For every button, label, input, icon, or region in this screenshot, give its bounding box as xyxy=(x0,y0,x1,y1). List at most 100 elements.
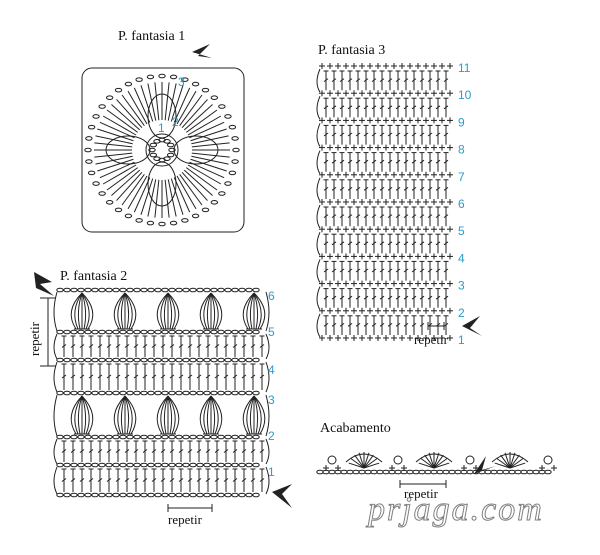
stitch-slash xyxy=(124,374,130,379)
fantasia3-dc-stitch xyxy=(395,152,401,172)
stitch-slash xyxy=(232,478,238,482)
fantasia3-dc-stitch xyxy=(339,206,345,227)
fantasia2-turning-chain xyxy=(53,438,58,465)
fantasia3-dc-stitch xyxy=(371,152,377,172)
fantasia2-chain-stitch xyxy=(133,434,141,440)
fantasia2-cluster-fan xyxy=(70,395,94,435)
fantasia2-chain-stitch xyxy=(175,390,183,396)
fantasia3-sc-stitch xyxy=(327,90,333,97)
fantasia3-turning-chain xyxy=(316,204,321,229)
fantasia3-sc-stitch xyxy=(407,171,413,178)
fantasia2-dc-stitch xyxy=(250,363,256,390)
fantasia2-chain-stitch xyxy=(210,434,218,440)
stitch-slash xyxy=(205,478,211,482)
fantasia2-cluster-strand xyxy=(163,292,169,330)
fantasia2-turning-chain xyxy=(265,291,270,332)
fantasia3-sc-stitch xyxy=(439,63,445,69)
fantasia3-row-number: 1 xyxy=(458,333,465,347)
fantasia2-chain-stitch xyxy=(133,357,141,363)
fantasia3-sc-stitch xyxy=(439,253,445,260)
stitch-slash xyxy=(259,449,265,453)
fantasia3-sc-stitch xyxy=(343,144,349,151)
fantasia3-sc-stitch xyxy=(383,144,389,151)
fantasia2-chain-stitch xyxy=(168,434,176,440)
stitch-slash xyxy=(411,268,417,273)
stitch-slash xyxy=(379,295,385,300)
fantasia1-chain-stitch xyxy=(135,218,143,223)
fantasia2-chain-stitch xyxy=(112,434,120,440)
fantasia1-spoke-stitch xyxy=(167,83,177,121)
fantasia2-cluster-strand xyxy=(210,292,223,330)
fantasia2-chain-stitch xyxy=(238,287,246,293)
stitch-slash xyxy=(88,374,94,379)
fantasia2-cluster-strand xyxy=(81,292,87,330)
stitch-slash xyxy=(435,214,441,219)
fantasia3-dc-stitch xyxy=(363,233,369,254)
stitch-slash xyxy=(403,105,409,110)
fantasia2-dc-stitch xyxy=(88,363,94,390)
fantasia2-cluster-strand xyxy=(253,395,266,435)
fantasia2-chain-stitch xyxy=(161,462,169,468)
stitch-slash xyxy=(411,132,417,137)
stitch-slash xyxy=(347,159,353,164)
fantasia3-sc-stitch xyxy=(391,199,397,205)
stitch-slash xyxy=(371,105,377,110)
stitch-slash xyxy=(331,295,337,300)
fantasia2-base-chain xyxy=(112,492,120,498)
fantasia3-sc-stitch xyxy=(351,307,357,314)
stitch-slash xyxy=(379,268,385,273)
stitch-slash xyxy=(205,449,211,453)
fantasia2-cluster-strand xyxy=(210,395,223,435)
acabamento-shell-arc xyxy=(345,453,383,463)
stitch-slash xyxy=(395,214,401,219)
fantasia3-dc-stitch xyxy=(403,124,409,145)
acabamento-base-chain xyxy=(424,469,432,475)
fantasia2-chain-stitch xyxy=(203,462,211,468)
fantasia2-chain-stitch xyxy=(112,462,120,468)
stitch-slash xyxy=(379,186,385,191)
fantasia2-chain-stitch xyxy=(112,329,120,335)
fantasia3-dc-stitch xyxy=(403,179,409,199)
fantasia1-spoke-stitch xyxy=(183,169,213,196)
stitch-slash xyxy=(403,159,409,164)
fantasia2-cluster-strand xyxy=(74,292,83,330)
stitch-slash xyxy=(363,186,369,191)
acabamento-base-chain xyxy=(382,469,390,475)
fantasia3-sc-stitch xyxy=(431,335,437,341)
fantasia2-dc-stitch xyxy=(88,440,94,462)
fantasia1-spoke-stitch xyxy=(191,135,229,145)
fantasia3-sc-stitch xyxy=(343,280,349,287)
fantasia1-chain-stitch xyxy=(158,221,166,227)
fantasia2-chain-stitch xyxy=(203,357,211,363)
stitch-slash xyxy=(323,241,329,246)
stitch-slash xyxy=(97,478,103,482)
fantasia3-sc-stitch xyxy=(399,335,405,341)
stitch-slash xyxy=(339,132,345,137)
fantasia1-chain-stitch xyxy=(191,213,200,219)
fantasia2-chain-stitch xyxy=(56,462,64,468)
fantasia2-row-number: 2 xyxy=(268,429,275,443)
fantasia1-spoke-stitch xyxy=(189,121,225,139)
stitch-slash xyxy=(387,214,393,219)
fantasia2-dc-stitch xyxy=(133,335,139,357)
fantasia3-dc-stitch xyxy=(387,179,393,199)
fantasia1-chain-stitch xyxy=(232,147,240,153)
fantasia3-sc-stitch xyxy=(335,63,341,69)
stitch-slash xyxy=(371,78,377,82)
fantasia2-dc-stitch xyxy=(79,440,85,462)
fantasia3-dc-stitch xyxy=(331,260,337,281)
fantasia3-dc-stitch xyxy=(435,260,441,281)
fantasia1-spoke-stitch xyxy=(164,82,170,121)
acabamento-base-chain xyxy=(340,469,348,475)
fantasia3-dc-stitch xyxy=(355,206,361,227)
fantasia3-dc-stitch xyxy=(435,233,441,254)
fantasia2-chain-stitch xyxy=(154,390,162,396)
fantasia2-dc-stitch xyxy=(70,440,76,462)
fantasia1-title: P. fantasia 1 xyxy=(118,29,185,44)
stitch-slash xyxy=(371,214,377,219)
fantasia2-chain-stitch xyxy=(112,390,120,396)
fantasia3-dc-stitch xyxy=(403,260,409,281)
fantasia1-outer-border xyxy=(81,67,245,233)
